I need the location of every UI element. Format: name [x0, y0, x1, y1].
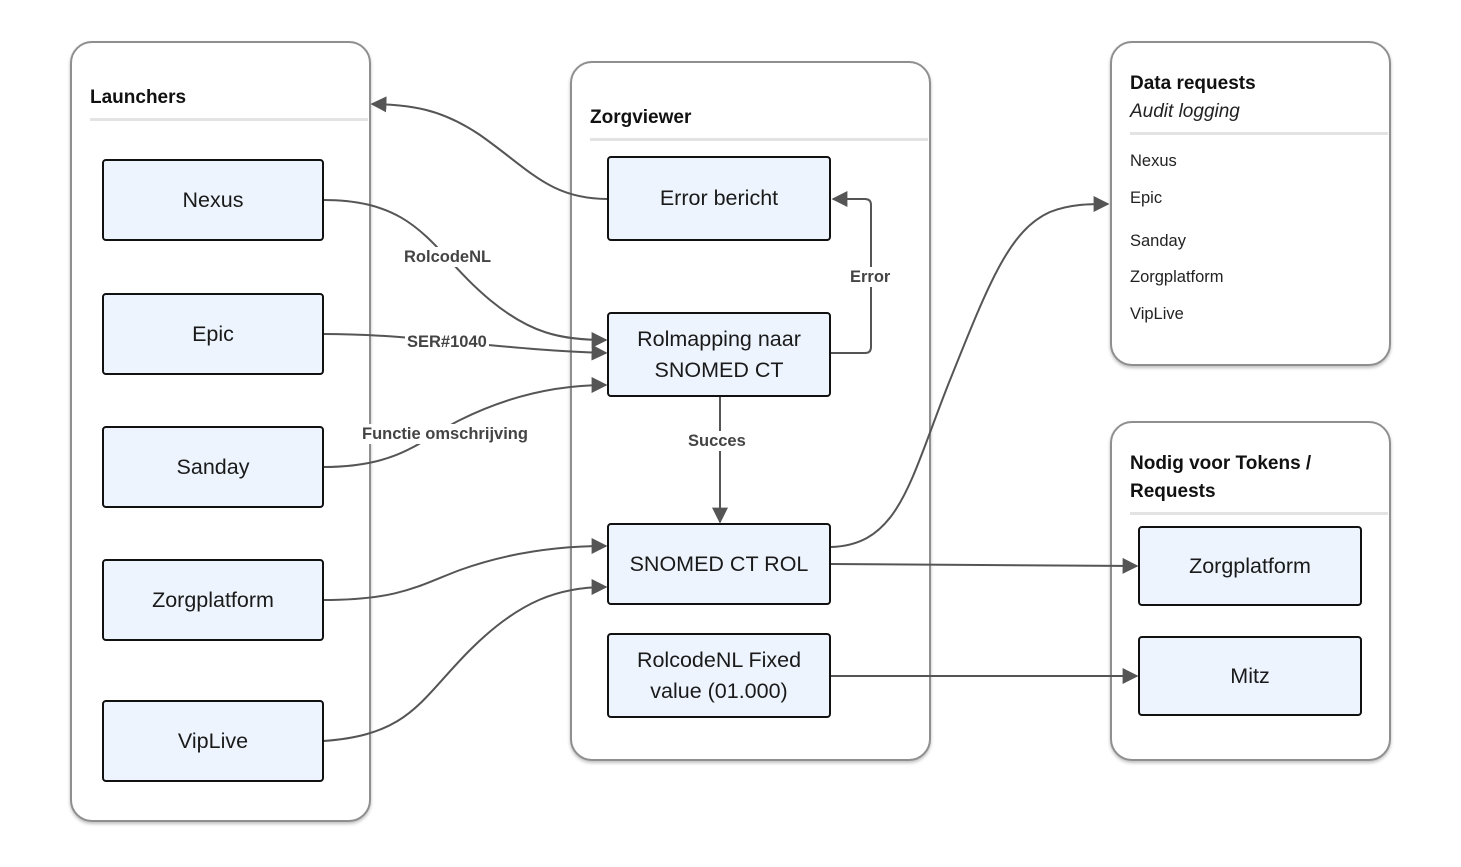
tokens-divider: [1130, 512, 1388, 515]
data-request-item: Epic: [1130, 189, 1163, 207]
rolcode-line1: RolcodeNL Fixed: [636, 647, 802, 672]
launcher-epic-node[interactable]: Epic: [102, 293, 324, 375]
rolmapping-node[interactable]: Rolmapping naar SNOMED CT: [607, 312, 831, 397]
launcher-sanday-node[interactable]: Sanday: [102, 426, 324, 508]
data-requests-subtitle: Audit logging: [1130, 101, 1240, 122]
rolcode-line2: value (01.000): [650, 678, 788, 703]
launcher-zorgplatform-node[interactable]: Zorgplatform: [102, 559, 324, 641]
edge-zorgplatform-snomed: [322, 538, 608, 601]
launchers-divider: [90, 118, 368, 121]
launcher-viplive-node[interactable]: VipLive: [102, 700, 324, 782]
data-request-item: VipLive: [1130, 305, 1184, 323]
error-bericht-node[interactable]: Error bericht: [607, 156, 831, 241]
data-request-item: Sanday: [1130, 232, 1186, 250]
tokens-title-line2: Requests: [1130, 481, 1216, 502]
data-requests-title: Data requests: [1130, 73, 1256, 94]
token-zorgplatform-node[interactable]: Zorgplatform: [1138, 526, 1362, 606]
rolcode-fixed-node[interactable]: RolcodeNL Fixed value (01.000): [607, 633, 831, 718]
data-requests-group: [1110, 41, 1391, 366]
snomed-ct-rol-node[interactable]: SNOMED CT ROL: [607, 523, 831, 605]
launchers-title: Launchers: [90, 87, 187, 108]
edge-label-functie: Functie omschrijving: [360, 424, 530, 444]
data-requests-divider: [1130, 132, 1388, 135]
edge-label-error: Error: [848, 267, 893, 287]
edge-label-ser1040: SER#1040: [405, 332, 489, 352]
zorgviewer-title: Zorgviewer: [590, 107, 692, 128]
launcher-nexus-node[interactable]: Nexus: [102, 159, 324, 241]
edge-label-succes: Succes: [686, 431, 748, 451]
edge-nexus-rolmapping: [322, 199, 608, 348]
data-request-item: Nexus: [1130, 152, 1177, 170]
tokens-title-line1: Nodig voor Tokens /: [1130, 453, 1312, 474]
edge-sanday-rolmapping: [322, 377, 608, 468]
edge-snomed-zorgplatform: [830, 557, 1139, 574]
edge-viplive-snomed: [322, 579, 608, 742]
rolmapping-line1: Rolmapping naar: [637, 326, 801, 351]
edge-label-rolcodenl: RolcodeNL: [402, 247, 494, 267]
edge-error-launchers: [370, 96, 609, 200]
token-mitz-node[interactable]: Mitz: [1138, 636, 1362, 716]
edge-snomed-datarequests: [830, 196, 1110, 548]
data-request-item: Zorgplatform: [1130, 268, 1224, 286]
rolmapping-line2: SNOMED CT: [654, 357, 784, 382]
zorgviewer-divider: [590, 138, 928, 141]
